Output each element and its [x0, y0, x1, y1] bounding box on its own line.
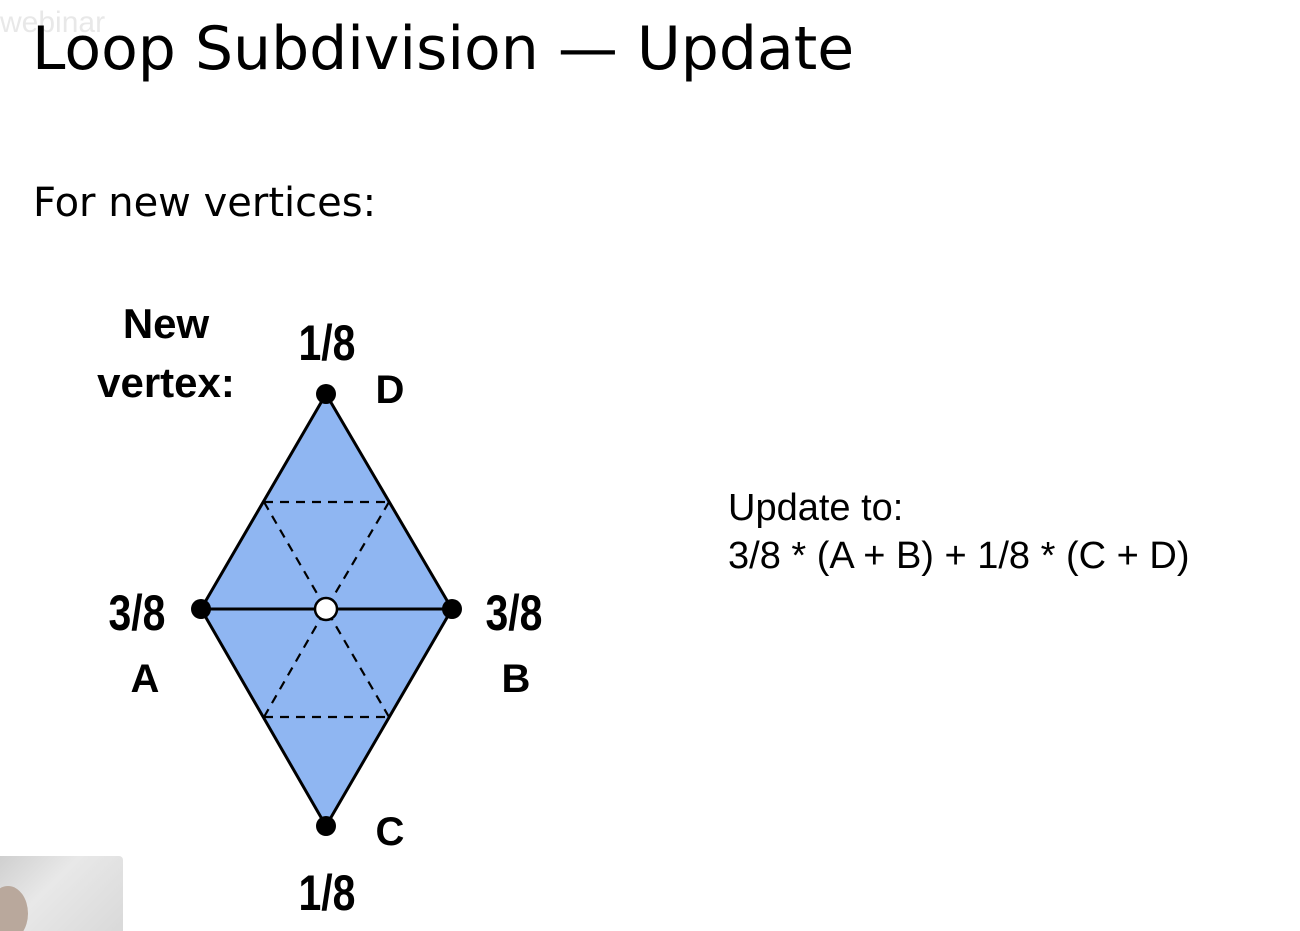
- vertex-c: [316, 816, 336, 836]
- vertex-b: [442, 599, 462, 619]
- formula-heading: Update to:: [728, 487, 904, 529]
- weight-c: 1/8: [299, 865, 356, 921]
- subdivision-dashed-lines: [263, 500, 390, 719]
- weight-b: 3/8: [486, 585, 543, 641]
- webcam-thumbnail: [0, 856, 123, 931]
- weight-d: 1/8: [299, 315, 356, 371]
- vertex-a: [191, 599, 211, 619]
- label-a: A: [131, 657, 160, 701]
- presenter-face: [0, 886, 28, 931]
- label-d: D: [376, 368, 405, 412]
- label-b: B: [502, 657, 531, 701]
- weight-a: 3/8: [109, 585, 166, 641]
- new-vertex-label-line1: New: [123, 300, 210, 347]
- new-vertex-label-line2: vertex:: [97, 359, 235, 406]
- new-vertex: [313, 596, 339, 622]
- watermark: webinar: [0, 6, 106, 39]
- slide-title: Loop Subdivision — Update: [32, 14, 855, 84]
- intro-text: For new vertices:: [33, 180, 377, 226]
- formula-expression: 3/8 * (A + B) + 1/8 * (C + D): [728, 535, 1190, 577]
- update-formula: Update to: 3/8 * (A + B) + 1/8 * (C + D): [728, 484, 1189, 580]
- label-c: C: [376, 810, 405, 854]
- vertex-d: [316, 384, 336, 404]
